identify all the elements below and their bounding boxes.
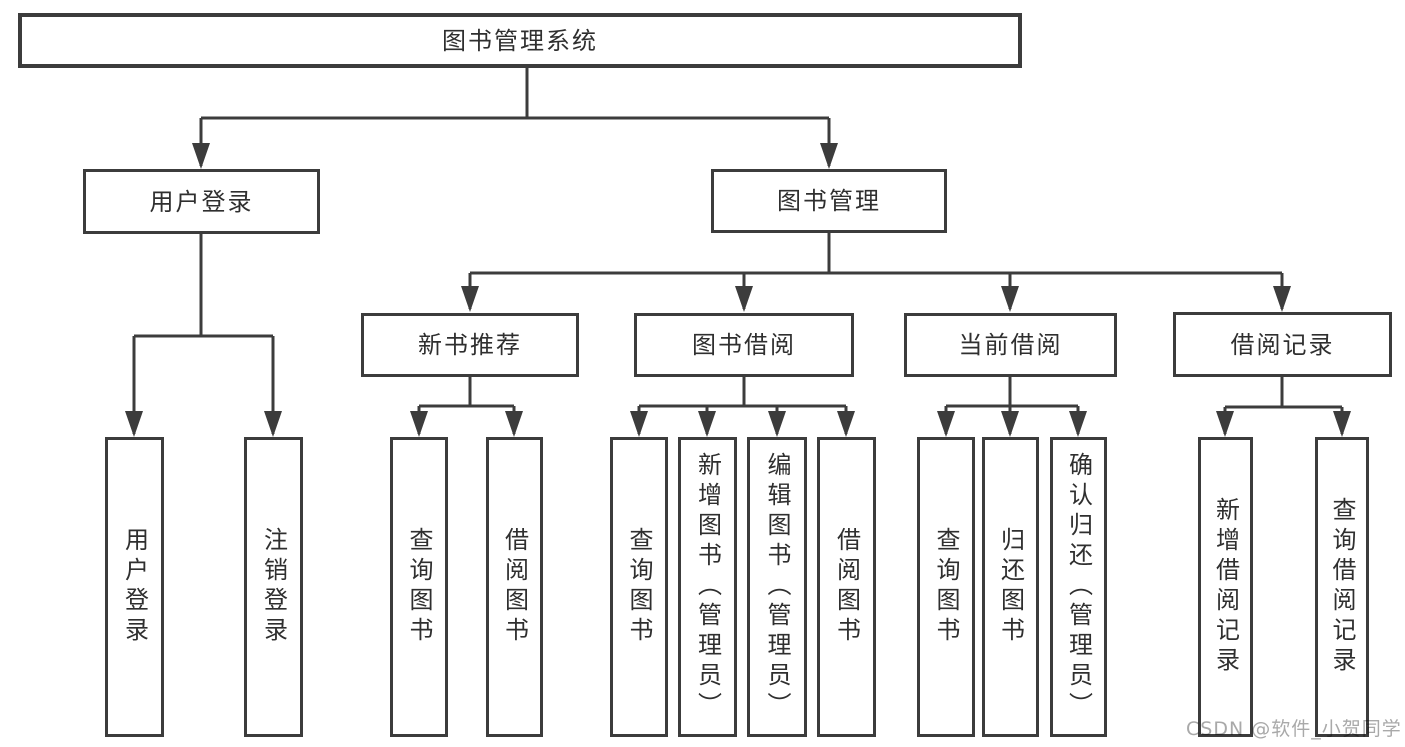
node-label: 新增图书（管理员） bbox=[693, 452, 722, 722]
node-label: 图书管理 bbox=[777, 187, 881, 215]
node-root: 图书管理系统 bbox=[18, 13, 1022, 68]
leaf-confirm-return-admin: 确认归还（管理员） bbox=[1050, 437, 1107, 737]
leaf-return-books: 归还图书 bbox=[982, 437, 1039, 737]
node-label: 编辑图书（管理员） bbox=[763, 452, 791, 722]
leaf-borrow-books: 借阅图书 bbox=[817, 437, 876, 737]
leaf-user-login: 用户登录 bbox=[105, 437, 164, 737]
leaf-borrow-books-recommend: 借阅图书 bbox=[486, 437, 543, 737]
node-label: 新书推荐 bbox=[418, 331, 522, 359]
node-label: 借阅图书 bbox=[832, 527, 861, 647]
node-book-borrow: 图书借阅 bbox=[634, 313, 854, 377]
node-label: 归还图书 bbox=[996, 527, 1025, 647]
node-label: 查询图书 bbox=[405, 527, 433, 647]
leaf-add-book-admin: 新增图书（管理员） bbox=[678, 437, 737, 737]
node-current-borrow: 当前借阅 bbox=[904, 313, 1117, 377]
node-book-management: 图书管理 bbox=[711, 169, 947, 233]
leaf-edit-book-admin: 编辑图书（管理员） bbox=[747, 437, 807, 737]
node-label: 确认归还（管理员） bbox=[1064, 452, 1093, 722]
connector-book-borrow-to-leaves bbox=[630, 377, 855, 437]
connector-root-to-level2 bbox=[192, 68, 838, 169]
node-label: 查询借阅记录 bbox=[1328, 497, 1356, 677]
leaf-query-books-recommend: 查询图书 bbox=[390, 437, 448, 737]
leaf-add-borrow-record: 新增借阅记录 bbox=[1198, 437, 1253, 737]
node-new-book-recommend: 新书推荐 bbox=[361, 313, 579, 377]
node-borrow-records: 借阅记录 bbox=[1173, 312, 1392, 377]
connector-new-book-recommend-to-leaves bbox=[410, 377, 523, 437]
node-label: 借阅图书 bbox=[500, 527, 529, 647]
node-label: 新增借阅记录 bbox=[1211, 497, 1240, 677]
leaf-query-books-current: 查询图书 bbox=[917, 437, 975, 737]
watermark-text: CSDN @软件_小贺同学 bbox=[1186, 718, 1402, 740]
node-label: 借阅记录 bbox=[1230, 330, 1335, 359]
node-label: 查询图书 bbox=[932, 527, 960, 647]
node-label: 图书借阅 bbox=[692, 331, 796, 359]
leaf-query-books-borrow: 查询图书 bbox=[610, 437, 668, 737]
node-label: 用户登录 bbox=[120, 527, 149, 647]
connector-user-login-to-leaves bbox=[125, 234, 282, 437]
node-label: 用户登录 bbox=[149, 187, 254, 216]
node-label: 注销登录 bbox=[259, 527, 288, 647]
node-label: 图书管理系统 bbox=[442, 26, 598, 55]
node-label: 当前借阅 bbox=[958, 331, 1063, 359]
node-label: 查询图书 bbox=[625, 527, 653, 647]
leaf-logout: 注销登录 bbox=[244, 437, 303, 737]
connector-borrow-records-to-leaves bbox=[1216, 377, 1351, 437]
leaf-query-borrow-record: 查询借阅记录 bbox=[1315, 437, 1369, 737]
connector-book-management-to-level3 bbox=[461, 233, 1291, 312]
connector-current-borrow-to-leaves bbox=[937, 377, 1087, 437]
node-user-login: 用户登录 bbox=[83, 169, 320, 234]
